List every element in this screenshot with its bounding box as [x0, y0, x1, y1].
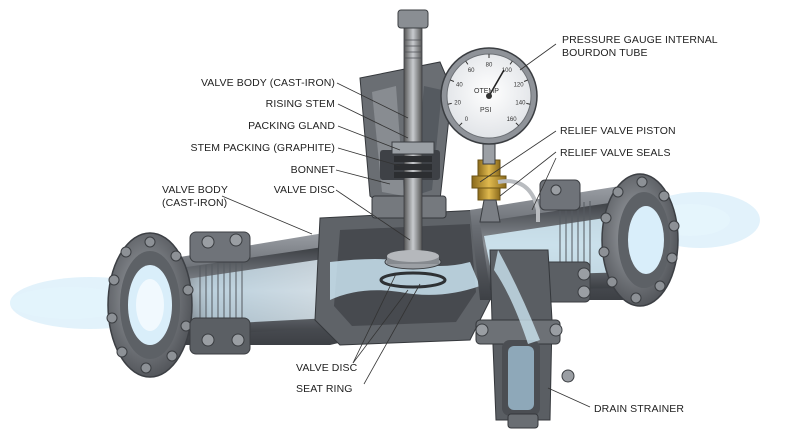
- gauge-unit: PSI: [480, 107, 491, 114]
- outlet-flange: [598, 173, 680, 307]
- gauge-scale: 0 20 40 60 80 100 120 140 160: [447, 54, 531, 127]
- valve-chamber: [314, 209, 491, 346]
- label-valve-body-top: VALVE BODY (CAST-IRON): [201, 77, 335, 89]
- callout-labels: PRESSURE GAUGE INTERNAL BOURDON TUBE REL…: [162, 34, 718, 415]
- valve-disc: [384, 250, 442, 270]
- label-pressure-gauge-1: PRESSURE GAUGE INTERNAL: [562, 34, 718, 46]
- label-drain-strainer: DRAIN STRAINER: [594, 403, 684, 415]
- label-relief-valve-piston: RELIEF VALVE PISTON: [560, 125, 676, 137]
- gauge-brand: OTEMP: [474, 88, 499, 95]
- label-valve-body-left-2: (CAST-IRON): [162, 197, 227, 209]
- stem-packing-graphite: [394, 156, 432, 178]
- inlet-flange: [106, 232, 194, 378]
- gauge-tick: [515, 122, 520, 127]
- packing-gland: [391, 141, 435, 155]
- label-bonnet: BONNET: [291, 164, 336, 176]
- label-valve-body-left-1: VALVE BODY: [162, 184, 228, 196]
- gauge-tick: [458, 122, 463, 127]
- gauge-scale-label: 0: [465, 117, 469, 123]
- drain-strainer: [475, 249, 575, 429]
- label-packing-gland: PACKING GLAND: [248, 120, 335, 132]
- gauge-tick: [465, 60, 469, 65]
- gauge-scale-label: 140: [515, 101, 526, 107]
- rising-stem: [397, 9, 429, 259]
- leader-lines: [221, 43, 591, 408]
- gauge-scale-label: 120: [514, 82, 525, 88]
- gauge-needle: [488, 69, 505, 97]
- gauge-scale-label: 80: [486, 63, 493, 69]
- label-rising-stem: RISING STEM: [266, 98, 335, 110]
- body-flange-bolts-right: [539, 179, 591, 303]
- label-stem-packing: STEM PACKING (GRAPHITE): [191, 142, 335, 154]
- body-flange-bolts-left: [189, 231, 251, 355]
- gauge-scale-label: 20: [454, 101, 461, 107]
- gauge-tick: [509, 60, 513, 65]
- gauge-scale-label: 40: [456, 82, 463, 88]
- label-relief-valve-seals: RELIEF VALVE SEALS: [560, 147, 671, 159]
- label-pressure-gauge-2: BOURDON TUBE: [562, 47, 648, 59]
- gauge-tick: [447, 102, 452, 105]
- label-seat-ring: SEAT RING: [296, 383, 353, 395]
- gauge-scale-label: 160: [507, 117, 518, 123]
- relief-valve: [471, 159, 540, 223]
- gauge-scale-label: 100: [502, 68, 513, 74]
- label-valve-disc-upper: VALVE DISC: [274, 184, 336, 196]
- gauge-scale-label: 60: [468, 68, 475, 74]
- label-valve-disc-lower: VALVE DISC: [296, 362, 358, 374]
- seat-ring: [379, 271, 447, 289]
- gauge-tick: [526, 102, 531, 105]
- gauge-tick: [523, 79, 528, 82]
- gauge-tick: [450, 79, 455, 82]
- pressure-gauge: 0 20 40 60 80 100 120 140 160 OTEMP PSI: [440, 47, 538, 165]
